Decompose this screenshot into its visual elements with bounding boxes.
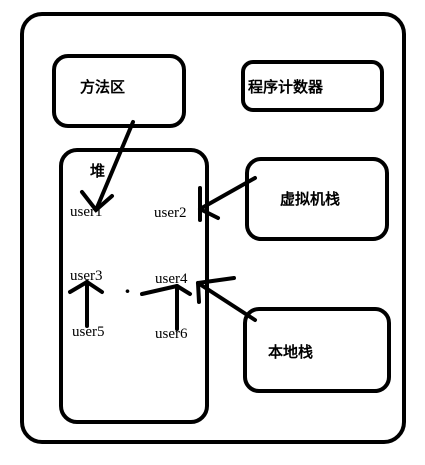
heap-label: 堆 — [90, 162, 106, 180]
program-counter-box — [241, 60, 384, 112]
method-area-box — [52, 54, 186, 128]
native-stack-box — [243, 307, 391, 393]
separator-dot: · — [124, 279, 131, 303]
vm-stack-label: 虚拟机栈 — [280, 190, 341, 208]
object-user6: user6 — [155, 326, 188, 342]
arrow-vm-stack-to-user2 — [198, 176, 257, 222]
program-counter-label: 程序计数器 — [248, 78, 324, 96]
native-stack-label: 本地栈 — [268, 343, 314, 361]
arrow-native-stack-to-user4 — [196, 276, 257, 322]
arrow-method-area-to-user1 — [80, 120, 135, 213]
object-user2: user2 — [154, 205, 187, 221]
vm-stack-box — [245, 157, 389, 241]
object-user3: user3 — [70, 268, 103, 284]
arrow-user5-to-user3 — [68, 280, 104, 328]
object-user4: user4 — [155, 271, 188, 287]
arrow-user6-to-user4 — [140, 284, 192, 331]
object-user5: user5 — [72, 324, 105, 340]
method-area-label: 方法区 — [80, 78, 126, 96]
